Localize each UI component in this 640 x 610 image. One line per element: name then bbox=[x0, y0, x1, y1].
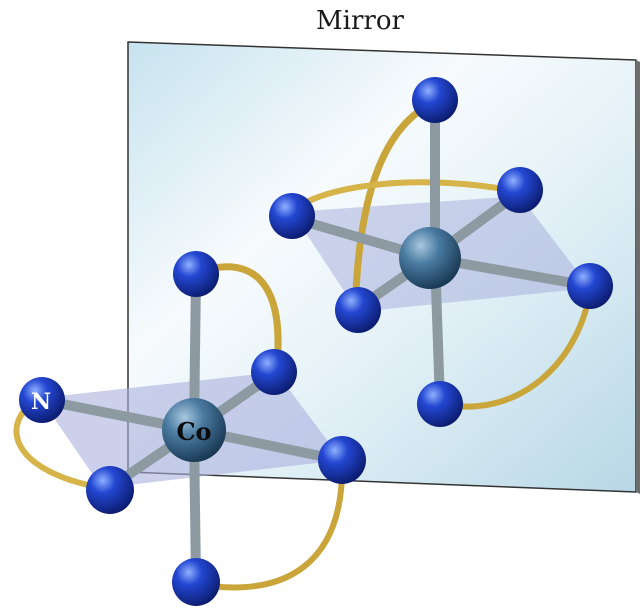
cobalt-label: Co bbox=[176, 417, 211, 446]
front-chelate-ring bbox=[196, 263, 282, 373]
front-ligand-atom bbox=[86, 466, 134, 514]
reflected-ligand-atom bbox=[335, 287, 381, 333]
nitrogen-atom bbox=[19, 377, 65, 423]
mirror-title: Mirror bbox=[316, 6, 404, 36]
cobalt-atom bbox=[162, 398, 226, 462]
front-complex: Co N bbox=[13, 251, 366, 606]
reflected-chelate-ring bbox=[441, 289, 593, 410]
reflected-ligand-atom bbox=[417, 381, 463, 427]
nitrogen-label: N bbox=[31, 389, 51, 415]
front-ligand-atom bbox=[173, 251, 219, 297]
reflected-ligand-atom bbox=[497, 167, 543, 213]
front-ligand-atom bbox=[172, 558, 220, 606]
reflected-ligand-atom bbox=[567, 263, 613, 309]
reflected-complex bbox=[269, 77, 613, 427]
front-ligand-atom bbox=[318, 436, 366, 484]
front-chelate-ring bbox=[195, 459, 346, 591]
reflected-metal-atom bbox=[399, 227, 461, 289]
front-ligand-atom bbox=[251, 349, 297, 395]
reflected-ligand-atom bbox=[269, 193, 315, 239]
reflected-ligand-atom bbox=[412, 77, 458, 123]
